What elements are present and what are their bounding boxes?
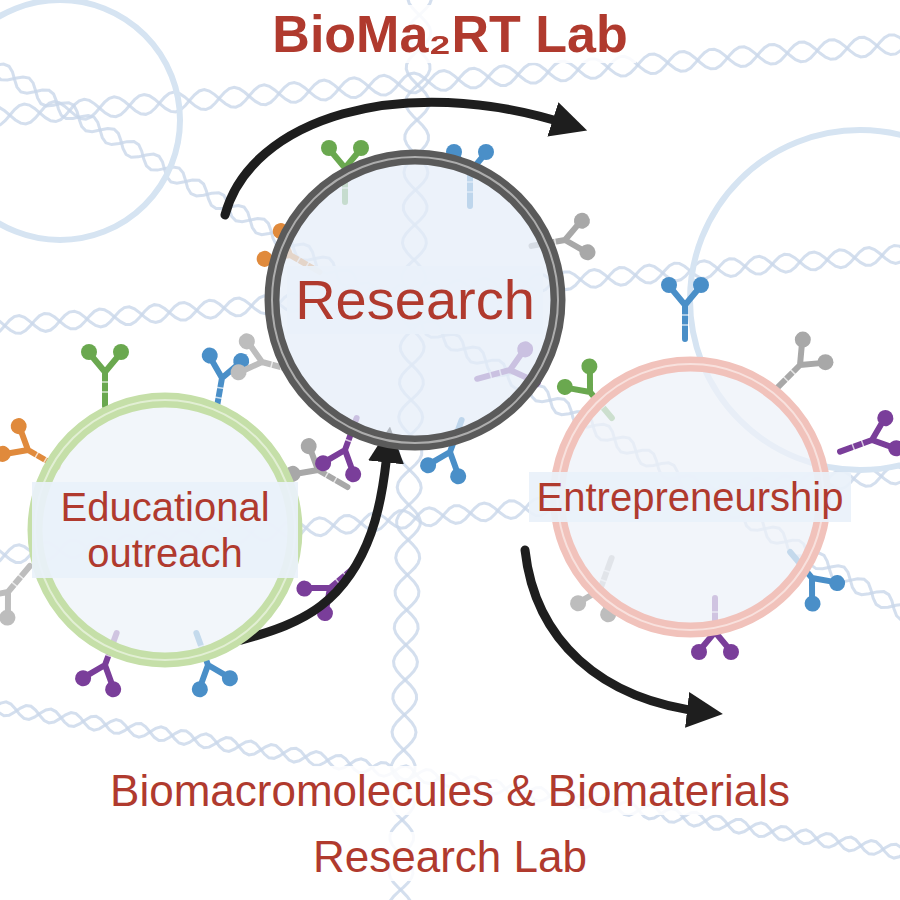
circle-node: Educational outreach: [26, 392, 304, 668]
antibody: [661, 277, 709, 339]
helix-strand: [0, 40, 900, 646]
antibody: [832, 408, 900, 474]
caption-row: Biomacromolecules & Biomaterials Researc…: [10, 758, 890, 890]
ring: [272, 157, 558, 443]
title-row: BioMa₂RT Lab: [0, 4, 900, 64]
node-label: Entrepreneurship: [529, 472, 852, 522]
helix-strand: [0, 38, 900, 633]
caption: Biomacromolecules & Biomaterials Researc…: [110, 766, 790, 881]
title: BioMa₂RT Lab: [264, 5, 635, 63]
circle-node: Research: [264, 149, 566, 451]
antibodies: [0, 140, 900, 700]
node-label: Educational outreach: [32, 482, 298, 578]
circle-node: Entrepreneurship: [523, 356, 858, 638]
antibody: [81, 344, 129, 406]
node-label: Research: [287, 266, 543, 334]
background-arc: [0, 0, 180, 240]
